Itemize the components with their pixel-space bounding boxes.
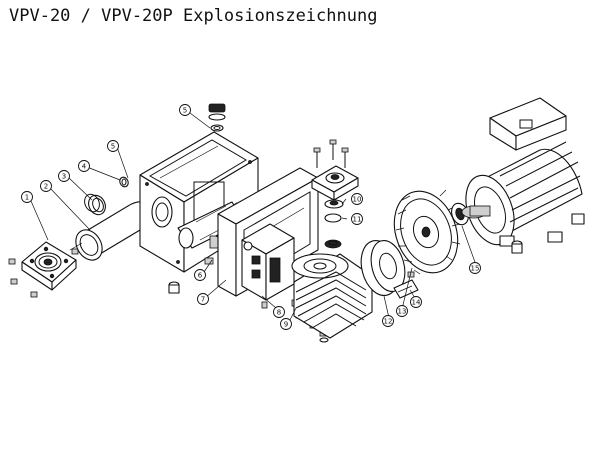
callout-12-label: 12 (384, 318, 393, 326)
callout-13: 13 (396, 305, 408, 317)
callout-9-label: 9 (284, 321, 288, 329)
part-12-disc (360, 239, 406, 296)
part-1-flange-plate (21, 241, 77, 291)
part-3-ring (84, 193, 106, 216)
callout-5-lower-label: 5 (111, 143, 115, 151)
part-11-seal (324, 213, 342, 249)
callout-15-label: 15 (471, 265, 480, 273)
callout-2: 2 (40, 180, 52, 192)
callout-3: 3 (58, 170, 70, 182)
callout-5-upper-label: 5 (183, 107, 187, 115)
drawing-title: VPV-20 / VPV-20P Explosionszeichnung (9, 6, 378, 26)
callout-2-label: 2 (44, 183, 48, 191)
callout-9: 9 (280, 318, 292, 330)
top-fitting (311, 139, 359, 201)
callout-5-upper: 5 (179, 104, 191, 116)
callout-4-label: 4 (82, 163, 87, 171)
part-14-key (393, 271, 419, 299)
mounting-feet (168, 240, 523, 343)
part-2-cylinder (69, 201, 156, 261)
part-4-bushing (119, 176, 129, 188)
callout-11-label: 11 (353, 216, 362, 224)
callout-10: 10 (351, 193, 363, 205)
callout-8: 8 (273, 306, 285, 318)
callout-5-lower: 5 (107, 140, 119, 152)
callout-10-label: 10 (353, 196, 362, 204)
callout-1: 1 (21, 191, 33, 203)
callout-4: 4 (78, 160, 90, 172)
electric-motor (461, 97, 585, 247)
callout-14: 14 (410, 296, 422, 308)
callout-6-label: 6 (198, 272, 203, 280)
part-5-knob (208, 103, 226, 132)
callout-6: 6 (194, 269, 206, 281)
callout-7-label: 7 (201, 296, 205, 304)
callout-15: 15 (469, 262, 481, 274)
finned-cylinder (291, 253, 373, 339)
callout-13-label: 13 (398, 308, 407, 316)
callout-7: 7 (197, 293, 209, 305)
callout-1-label: 1 (25, 194, 29, 202)
callout-8-label: 8 (277, 309, 281, 317)
part-13-fan-wheel (393, 189, 461, 275)
callout-3-label: 3 (62, 173, 66, 181)
flange-screws (8, 248, 79, 298)
part-8-valve-block (241, 223, 295, 301)
part-10-gasket (324, 199, 344, 209)
callout-14-label: 14 (412, 299, 421, 307)
leader-lines (30, 109, 477, 323)
callout-11: 11 (351, 213, 363, 225)
callout-12: 12 (382, 315, 394, 327)
